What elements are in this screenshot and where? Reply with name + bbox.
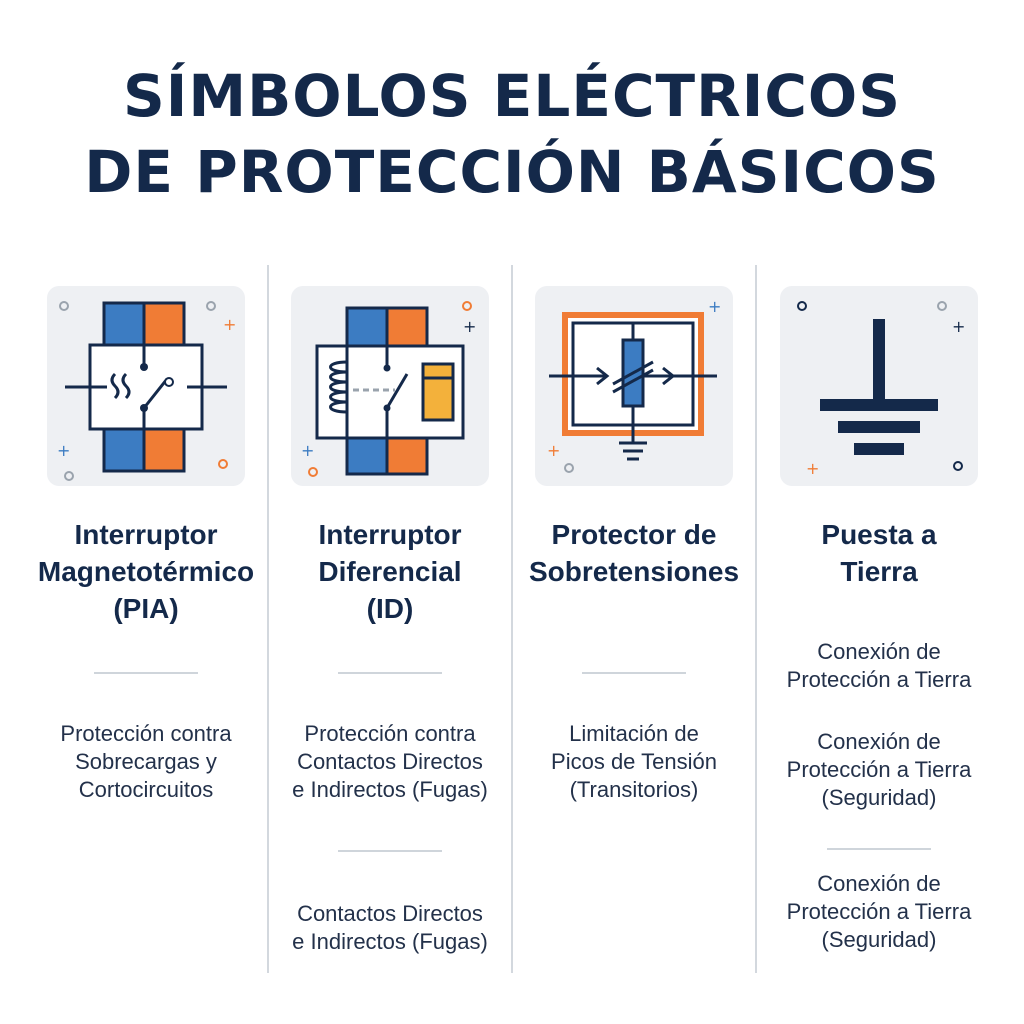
column-divider	[511, 265, 513, 973]
component-name: Puesta a Tierra	[821, 519, 937, 587]
svg-text:+: +	[57, 441, 70, 460]
component-description: Conexión de Protección a Tierra (Segurid…	[786, 871, 972, 952]
surge-protector-icon: + +	[547, 297, 721, 473]
svg-text:+: +	[708, 297, 721, 316]
ground-symbol-icon: + +	[797, 301, 965, 478]
circuit-breaker-icon: + +	[57, 301, 236, 481]
column-earthing: + + Puesta a Tierra Conexión de Protecci…	[757, 286, 1001, 954]
column-residual-current-device: + + Interruptor Diferencial (ID) Protecc…	[268, 286, 512, 956]
separator-line	[338, 672, 442, 674]
icon-card: + +	[47, 286, 245, 486]
column-divider	[267, 265, 269, 973]
svg-text:+: +	[301, 441, 314, 460]
component-description: Protección contra Sobrecargas y Cortocir…	[60, 721, 232, 802]
residual-current-device-icon: + +	[301, 301, 476, 477]
column-surge-protector: + + Protector de Sobretensiones Limitaci…	[512, 286, 756, 804]
svg-text:+: +	[463, 317, 476, 336]
svg-text:+: +	[547, 441, 560, 460]
separator-line	[582, 672, 686, 674]
icon-card: + +	[535, 286, 733, 486]
component-description: Limitación de Picos de Tensión (Transito…	[551, 721, 717, 802]
svg-text:+: +	[806, 459, 819, 478]
component-description: Conexión de Protección a Tierra	[786, 639, 972, 692]
icon-card: + +	[291, 286, 489, 486]
column-magnetothermic-breaker: + + Interruptor Magnetotérmico (PIA) Pro…	[24, 286, 268, 804]
title-line-1: SÍMBOLOS ELÉCTRICOS	[123, 62, 901, 130]
component-name: Protector de Sobretensiones	[528, 519, 740, 587]
component-description: Conexión de Protección a Tierra (Segurid…	[786, 729, 972, 810]
icon-card: + +	[780, 286, 978, 486]
svg-text:+: +	[952, 317, 965, 336]
separator-line	[338, 850, 442, 852]
separator-line	[94, 672, 198, 674]
separator-line	[827, 848, 931, 850]
title-line-2: DE PROTECCIÓN BÁSICOS	[84, 138, 940, 206]
component-description: Contactos Directos e Indirectos (Fugas)	[292, 901, 488, 954]
component-description: Protección contra Contactos Directos e I…	[292, 721, 488, 802]
column-divider	[755, 265, 757, 973]
component-name: Interruptor Diferencial (ID)	[318, 519, 462, 624]
page-title: SÍMBOLOS ELÉCTRICOS DE PROTECCIÓN BÁSICO…	[0, 58, 1024, 210]
svg-text:+: +	[223, 315, 236, 334]
component-name: Interruptor Magnetotérmico (PIA)	[37, 519, 255, 624]
